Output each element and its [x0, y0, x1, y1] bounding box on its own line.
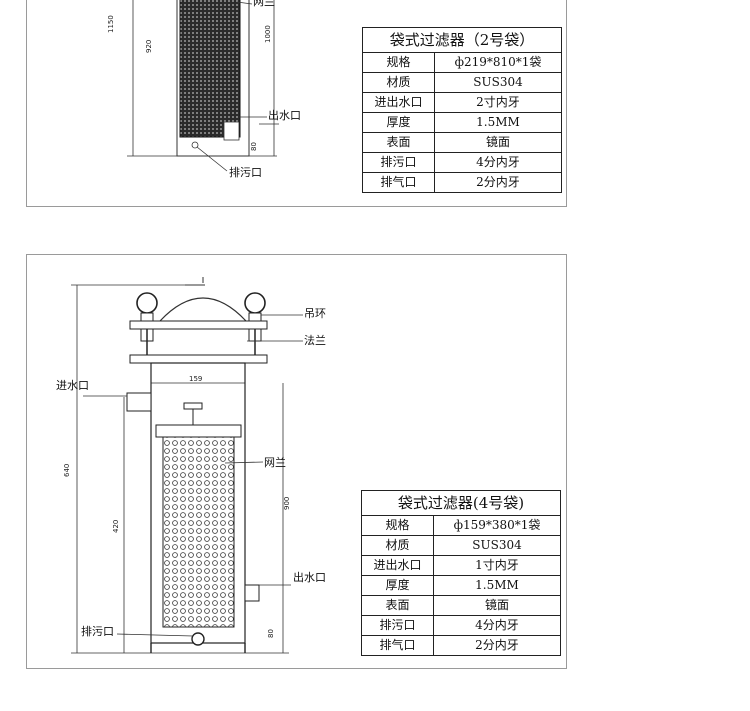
inlet-pipe: [126, 392, 152, 412]
mesh-label-bottom: 网兰: [264, 456, 286, 469]
flange-upper: [129, 320, 268, 330]
filter-drawing-top: 1150 920 1000 80 网兰 出水口 排污口: [107, 0, 301, 179]
filter-drawing-bottom-panel: 640 420 900 80 159: [26, 254, 567, 669]
outlet-label-bottom: 出水口: [293, 570, 326, 584]
basket-rim: [155, 424, 242, 438]
table-row: 表面镜面: [361, 595, 561, 616]
dim-basket-label: 1000: [264, 25, 272, 43]
dim-width-label: 159: [189, 375, 202, 383]
drain-port: [191, 632, 205, 646]
outlet-pipe: [244, 584, 260, 602]
drain-port: [191, 141, 199, 149]
lifting-ring-left: [136, 292, 158, 314]
filter-body: [176, 0, 250, 157]
filter-drawing-bottom: 640 420 900 80 159: [56, 277, 326, 654]
filter-basket-mesh: [179, 0, 241, 138]
lifting-ring-right: [244, 292, 266, 314]
dim-outlet-label: 80: [250, 142, 258, 151]
inlet-label: 进水口: [56, 379, 89, 392]
dim-body-label: 420: [112, 520, 120, 533]
flange-label: 法兰: [304, 333, 326, 347]
filter-lid: [159, 297, 247, 322]
flange-lower: [129, 354, 268, 364]
outlet-label-top: 出水口: [268, 108, 301, 122]
spec-table-title: 袋式过滤器（2号袋）: [362, 27, 562, 53]
dim-total-label: 1150: [107, 15, 115, 33]
dim-basket-label: 900: [283, 497, 291, 510]
table-row: 表面镜面: [362, 132, 562, 153]
filter-basket-mesh: [162, 436, 235, 628]
filter-drawing-top-panel: 1150 920 1000 80 网兰 出水口 排污口 袋式过滤器（2号袋） 规…: [26, 0, 567, 207]
dim-outlet-label: 80: [267, 629, 275, 638]
spec-table-title: 袋式过滤器(4号袋): [361, 490, 561, 516]
lifting-ring-label: 吊环: [304, 307, 326, 320]
drain-label-bottom: 排污口: [81, 624, 114, 638]
dim-body-label: 920: [145, 40, 153, 53]
outlet-pipe: [223, 121, 240, 141]
drain-label-top: 排污口: [229, 165, 262, 179]
mesh-label-top: 网兰: [253, 0, 275, 8]
dim-total-label: 640: [63, 464, 71, 477]
